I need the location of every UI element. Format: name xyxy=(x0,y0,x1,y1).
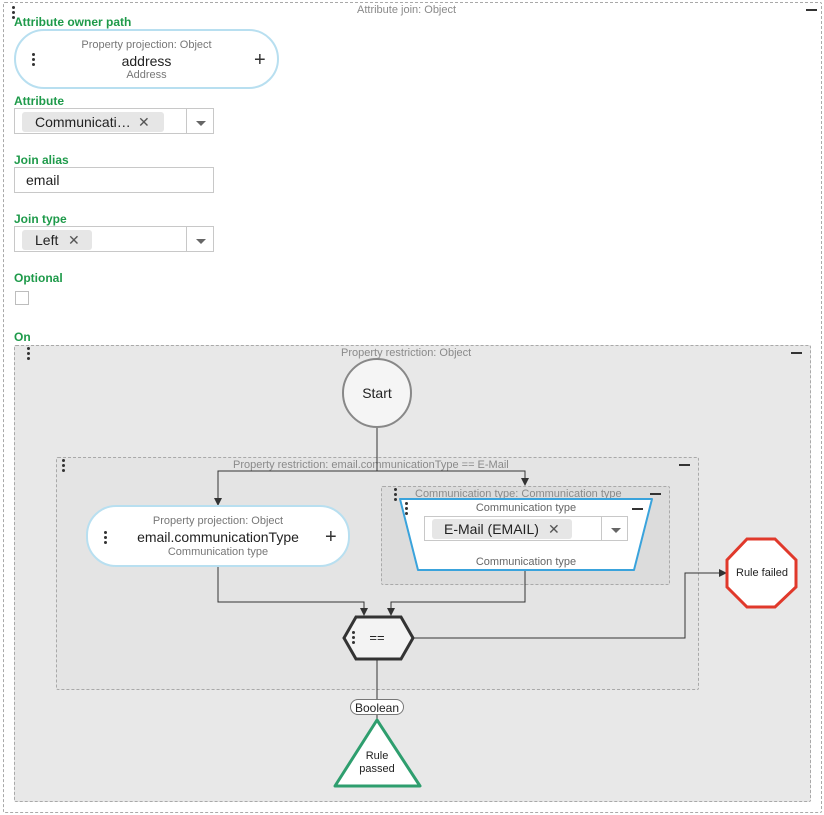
owner-path-node-type: Property projection: Object xyxy=(81,39,212,51)
rule-passed-line2: passed xyxy=(359,763,395,775)
join-type-select-divider xyxy=(186,227,187,251)
attribute-select-divider xyxy=(186,109,187,133)
property-restriction-collapse-icon[interactable] xyxy=(791,352,802,354)
communication-type-chip-text: E-Mail (EMAIL) xyxy=(444,521,539,537)
operator-node-shape xyxy=(342,615,415,661)
connector-projection-to-operator xyxy=(217,567,368,616)
owner-path-name: address xyxy=(121,53,172,69)
communication-type-select-divider xyxy=(601,517,602,540)
rule-failed-label[interactable]: Rule failed xyxy=(736,567,788,579)
boolean-badge: Boolean xyxy=(350,699,404,715)
rule-passed-line1: Rule xyxy=(365,750,389,762)
owner-path-add-icon[interactable]: + xyxy=(254,49,266,71)
constant-collapse-icon[interactable] xyxy=(650,493,661,495)
attribute-dropdown-icon[interactable] xyxy=(196,121,206,126)
inner-restriction-caption: Property restriction: email.communicatio… xyxy=(233,459,509,471)
boolean-label: Boolean xyxy=(354,701,400,715)
join-alias-label: Join alias xyxy=(14,153,69,167)
constant-menu-icon[interactable] xyxy=(394,488,397,503)
connector-to-projection xyxy=(214,470,377,506)
email-projection-subtitle: Communication type xyxy=(167,546,269,558)
join-type-label: Join type xyxy=(14,212,67,226)
attribute-label: Attribute xyxy=(14,94,64,108)
constant-node-menu-icon[interactable] xyxy=(405,502,408,517)
attribute-join-caption: Attribute join: Object xyxy=(357,4,457,16)
rule-passed-shape xyxy=(333,718,422,788)
join-type-chip-text: Left xyxy=(35,232,59,248)
connector-to-rule-failed xyxy=(412,569,727,639)
attribute-join-frame xyxy=(3,2,822,813)
attribute-join-menu-icon[interactable] xyxy=(12,6,15,21)
operator-menu-icon[interactable] xyxy=(352,631,355,646)
communication-type-clear-icon[interactable]: ✕ xyxy=(548,521,560,537)
join-type-chip: Left ✕ xyxy=(22,230,92,250)
inner-restriction-collapse-icon[interactable] xyxy=(679,464,690,466)
operator-label[interactable]: == xyxy=(369,630,385,645)
email-projection-add-icon[interactable]: + xyxy=(325,526,337,548)
join-type-dropdown-icon[interactable] xyxy=(196,239,206,244)
owner-path-menu-icon[interactable] xyxy=(32,53,35,68)
optional-label: Optional xyxy=(14,271,63,285)
attribute-join-collapse-icon[interactable] xyxy=(806,9,817,11)
owner-path-label: Attribute owner path xyxy=(14,15,132,29)
rule-passed-label[interactable]: Rule passed xyxy=(347,750,407,776)
start-label[interactable]: Start xyxy=(362,385,392,401)
rule-failed-shape xyxy=(725,537,798,609)
constant-node-footer: Communication type xyxy=(475,556,577,568)
attribute-select[interactable]: Communicati… ✕ xyxy=(14,108,214,134)
property-restriction-caption: Property restriction: Object xyxy=(341,347,472,359)
communication-type-dropdown-icon[interactable] xyxy=(611,528,621,533)
constant-caption: Communication type: Communication type xyxy=(415,488,622,500)
join-type-clear-icon[interactable]: ✕ xyxy=(68,232,80,248)
communication-type-select[interactable]: E-Mail (EMAIL) ✕ xyxy=(424,516,628,541)
attribute-chip: Communicati… ✕ xyxy=(22,112,164,132)
owner-path-subtitle: Address xyxy=(126,69,167,81)
inner-restriction-menu-icon[interactable] xyxy=(62,459,65,474)
constant-node-title: Communication type xyxy=(475,502,577,514)
join-alias-input[interactable]: email xyxy=(14,167,214,193)
attribute-clear-icon[interactable]: ✕ xyxy=(138,114,150,130)
optional-checkbox[interactable] xyxy=(15,291,29,305)
join-alias-value: email xyxy=(26,172,60,188)
property-restriction-menu-icon[interactable] xyxy=(27,347,30,362)
owner-path-projection-node[interactable]: Property projection: Object address Addr… xyxy=(14,29,279,89)
on-label: On xyxy=(14,330,31,344)
attribute-chip-text: Communicati… xyxy=(35,114,131,130)
join-type-select[interactable]: Left ✕ xyxy=(14,226,214,252)
email-projection-menu-icon[interactable] xyxy=(104,531,107,546)
connector-constant-to-operator xyxy=(387,571,526,616)
connector-to-constant xyxy=(377,470,529,486)
email-projection-node-type: Property projection: Object xyxy=(152,515,284,527)
constant-node-collapse-icon[interactable] xyxy=(632,508,643,510)
communication-type-chip: E-Mail (EMAIL) ✕ xyxy=(432,519,572,539)
email-projection-node[interactable]: Property projection: Object email.commun… xyxy=(86,505,350,567)
start-node xyxy=(342,358,412,428)
email-projection-name: email.communicationType xyxy=(137,529,299,545)
